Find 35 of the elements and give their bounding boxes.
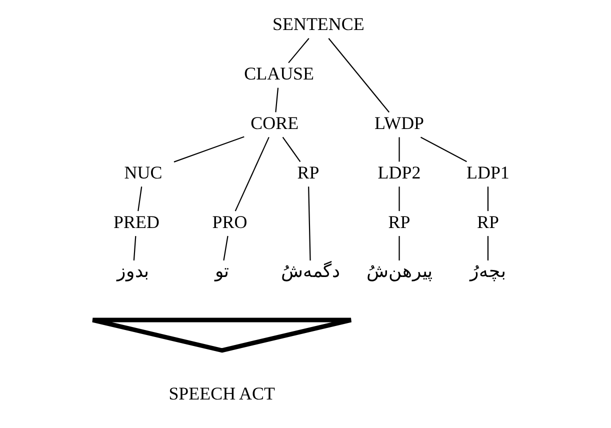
node-text: PRO bbox=[212, 211, 248, 232]
node-text: LWDP bbox=[374, 112, 424, 132]
connector bbox=[420, 136, 467, 162]
node-text: بچه‌رُ bbox=[470, 260, 506, 281]
node-text: CLAUSE bbox=[244, 63, 314, 84]
node-text: NUC bbox=[124, 162, 162, 182]
node-text: پیرهن‌شُ bbox=[366, 260, 432, 281]
node-triangle bbox=[90, 317, 354, 352]
label: SPEECH ACT bbox=[168, 383, 275, 404]
connector bbox=[282, 136, 301, 162]
connector bbox=[398, 136, 400, 162]
node-text: RP bbox=[297, 162, 320, 182]
connector bbox=[328, 38, 390, 112]
node-text: SENTENCE bbox=[272, 14, 364, 34]
node-text: CORE bbox=[250, 112, 299, 132]
connector bbox=[308, 186, 311, 260]
connector bbox=[398, 186, 400, 211]
node-text: RP bbox=[476, 211, 499, 232]
node-text: تو bbox=[214, 260, 229, 281]
connector bbox=[398, 236, 400, 260]
node-text: دگمه‌شُ bbox=[281, 260, 340, 281]
connector bbox=[234, 136, 270, 211]
node-text: RP bbox=[388, 211, 410, 232]
connector bbox=[223, 235, 228, 260]
node-text: LDP2 bbox=[378, 162, 421, 182]
connector bbox=[174, 136, 244, 162]
connector bbox=[275, 87, 279, 112]
node-text: بدوز bbox=[117, 260, 150, 281]
connector bbox=[487, 236, 489, 260]
node-text: LDP1 bbox=[466, 162, 510, 182]
node-text: PRED bbox=[114, 211, 160, 232]
connector bbox=[288, 38, 310, 63]
connector bbox=[138, 186, 142, 211]
connector bbox=[133, 235, 136, 260]
connector bbox=[487, 186, 489, 211]
